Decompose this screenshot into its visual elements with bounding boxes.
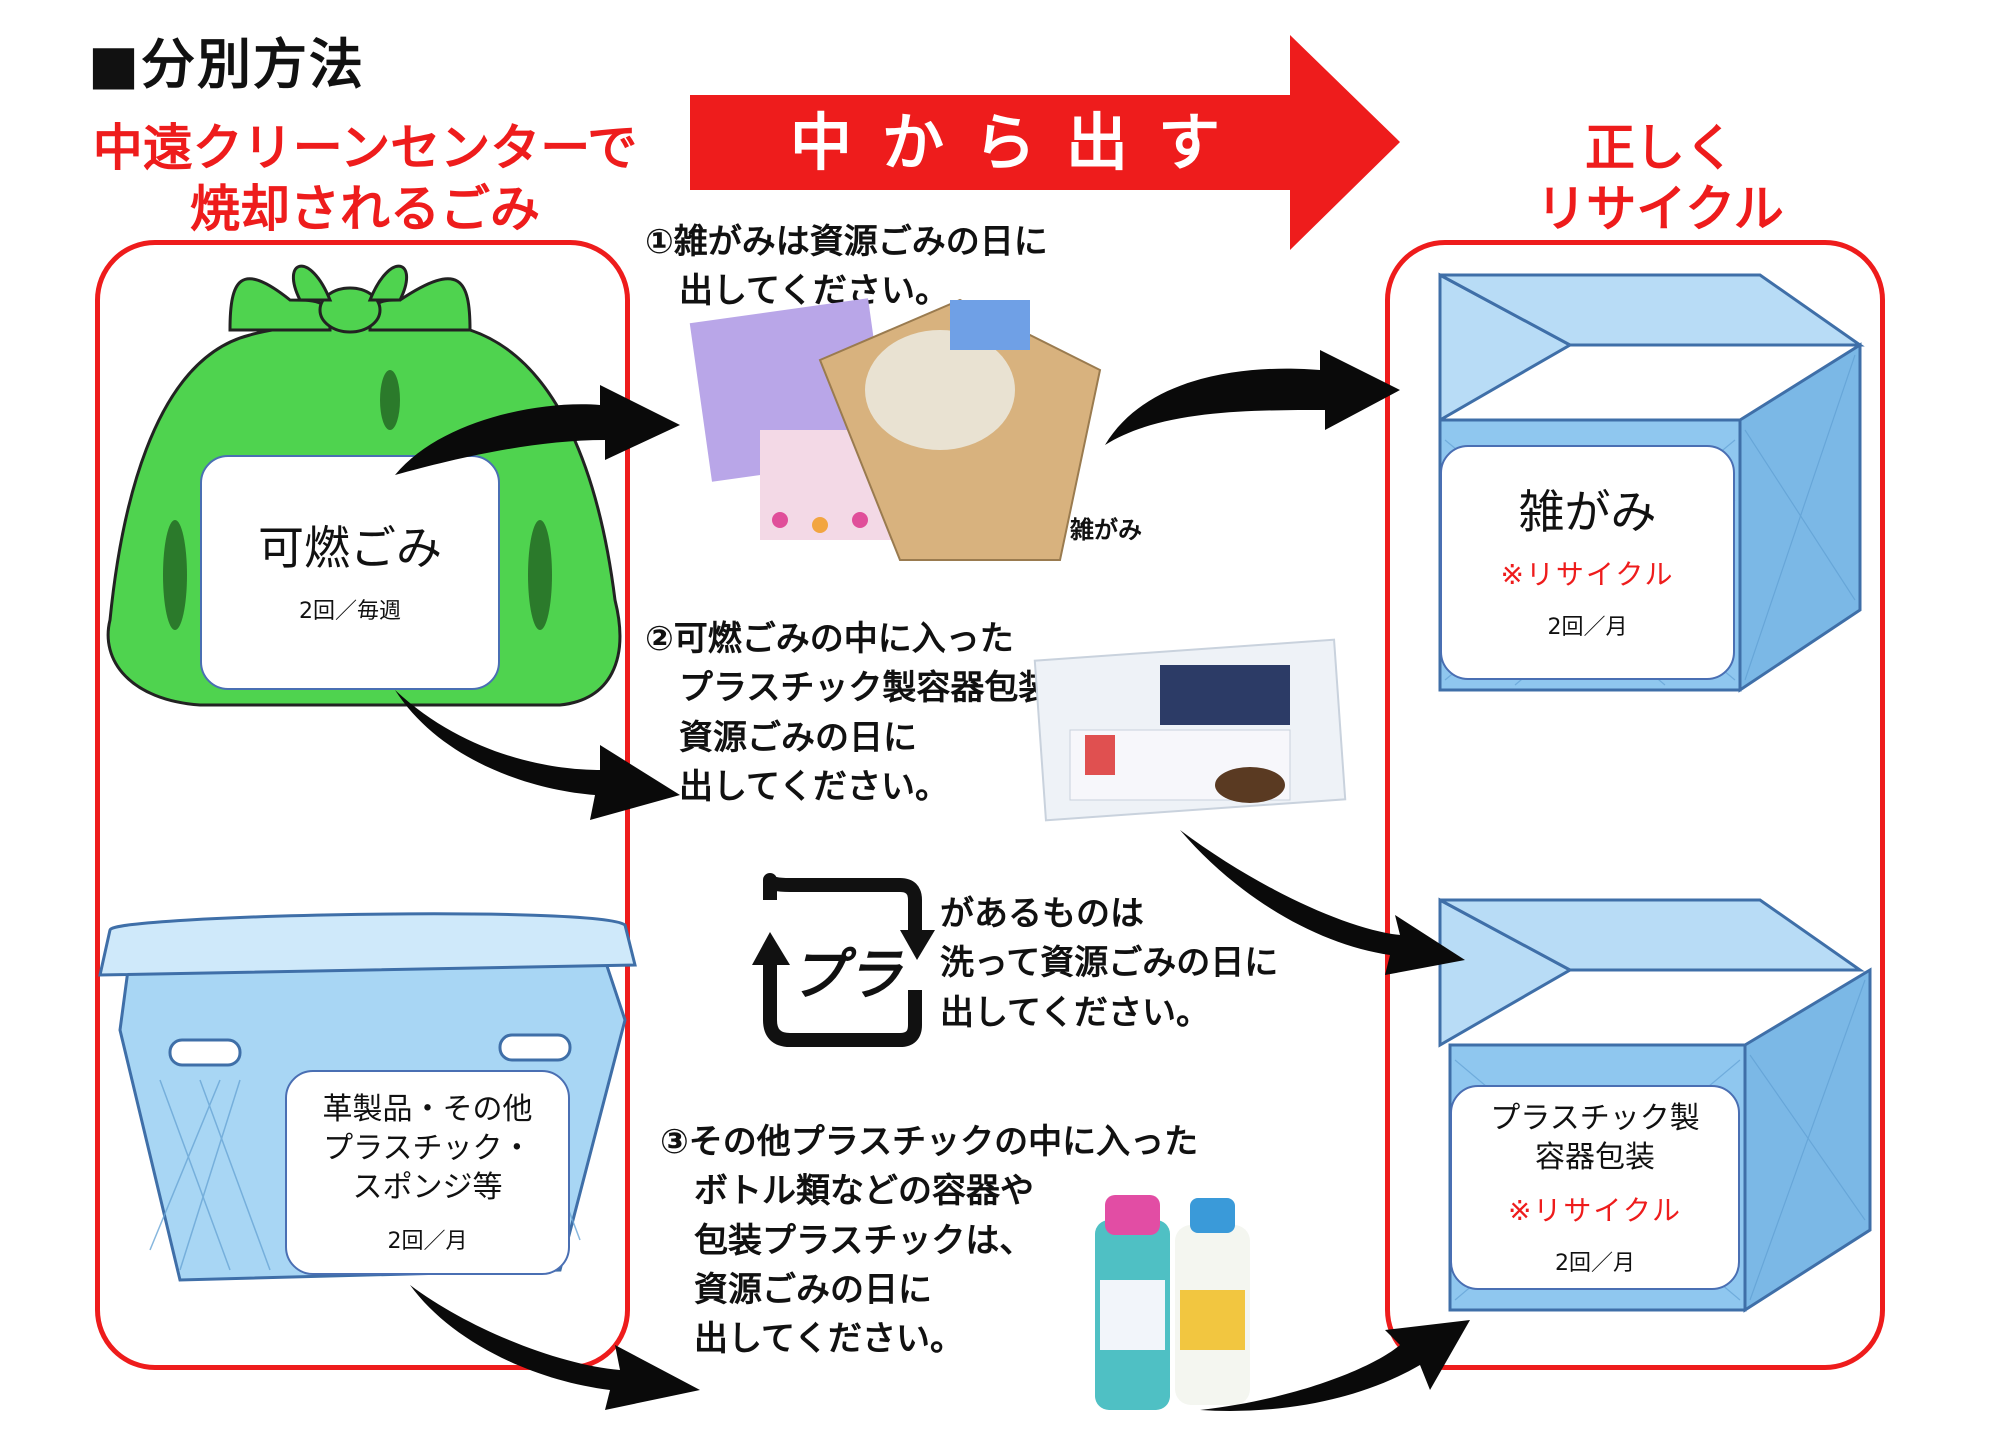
mixed-paper-freq: 2回／月 — [1547, 615, 1628, 641]
banner-label: 中から出す — [789, 106, 1250, 179]
step-2-text: ②可燃ごみの中に入った プラスチック製容器包装は、 資源ごみの日に 出してくださ… — [645, 619, 1121, 807]
other-plastic-label: 革製品・その他 プラスチック・ スポンジ等 2回／月 — [285, 1070, 570, 1275]
plastic-mark-text: があるものは 洗って資源ごみの日に 出してください。 — [940, 894, 1279, 1033]
other-plastic-line2: プラスチック・ — [323, 1131, 532, 1166]
plastic-packaging-line2: 容器包装 — [1535, 1139, 1655, 1175]
burnable-garbage-text: 可燃ごみ — [258, 520, 442, 575]
other-plastic-line3: スポンジ等 — [352, 1170, 503, 1205]
step-3-text: ③その他プラスチックの中に入った ボトル類などの容器や 包装プラスチックは、 資… — [660, 1122, 1199, 1360]
plastic-packaging-note: ※リサイクル — [1507, 1193, 1683, 1227]
mixed-paper-text: 雑がみ — [1518, 484, 1657, 539]
plastic-packaging-label: プラスチック製 容器包装 ※リサイクル 2回／月 — [1450, 1085, 1740, 1290]
step-1-text: ①雑がみは資源ごみの日に 出してください。 — [645, 222, 1048, 312]
mixed-paper-label: 雑がみ ※リサイクル 2回／月 — [1440, 445, 1735, 680]
left-heading-line1: 中遠クリーンセンターで — [92, 119, 638, 177]
other-plastic-line1: 革製品・その他 — [322, 1092, 533, 1127]
plastic-packaging-freq: 2回／月 — [1555, 1250, 1635, 1276]
other-plastic-freq: 2回／月 — [387, 1229, 468, 1254]
right-heading: 正しく リサイクル — [1490, 118, 1830, 240]
burnable-garbage-label: 可燃ごみ 2回／毎週 — [200, 455, 500, 690]
left-heading-line2: 焼却されるごみ — [190, 180, 540, 238]
right-panel — [1385, 240, 1885, 1370]
left-heading: 中遠クリーンセンターで 焼却されるごみ — [90, 118, 640, 240]
burnable-garbage-freq: 2回／毎週 — [299, 599, 401, 625]
right-heading-line1: 正しく — [1585, 119, 1735, 177]
mixed-paper-photo-caption: 雑がみ — [1070, 516, 1142, 544]
page-title: ■分別方法 — [88, 33, 366, 96]
mixed-paper-note: ※リサイクル — [1500, 558, 1675, 592]
right-heading-line2: リサイクル — [1536, 180, 1784, 238]
plastic-packaging-line1: プラスチック製 — [1490, 1100, 1700, 1136]
plastic-mark-label: プラ — [790, 943, 902, 1008]
